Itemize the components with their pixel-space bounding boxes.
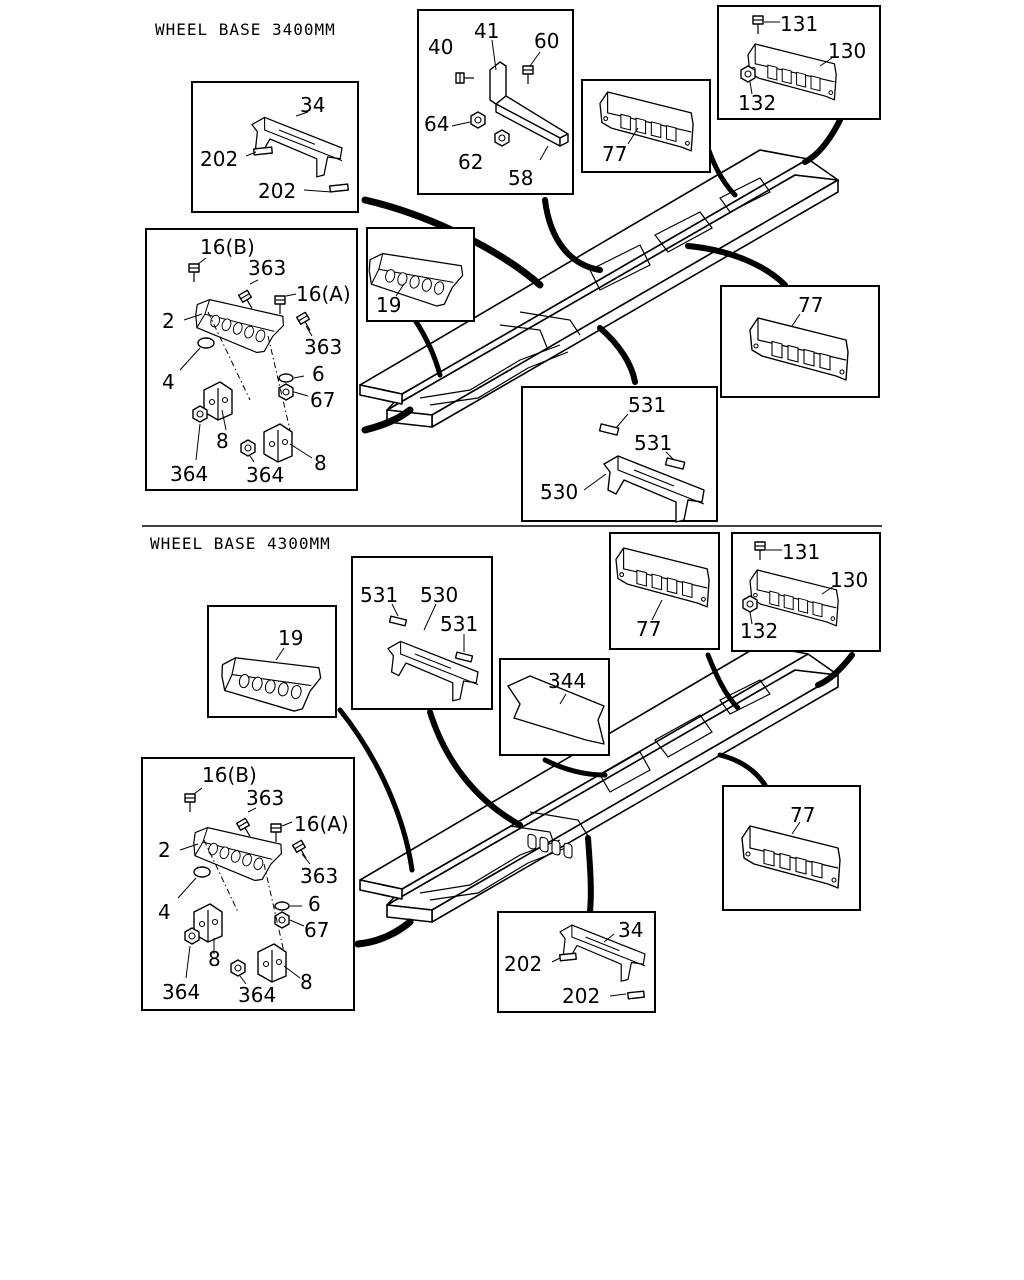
- callout-344: 344: [548, 669, 586, 693]
- callout-4: 4: [162, 370, 175, 394]
- callout-2: 2: [158, 838, 171, 862]
- detail-box-19-upper: 19: [362, 227, 475, 322]
- callout-131: 131: [780, 12, 818, 36]
- callout-363: 363: [300, 864, 338, 888]
- callout-8: 8: [300, 970, 313, 994]
- callout-130: 130: [830, 568, 868, 592]
- detail-box-58-upper: 40 41 60 64 62 58: [417, 9, 574, 195]
- callout-67: 67: [304, 918, 329, 942]
- callout-77: 77: [602, 142, 627, 166]
- frame-3400: [359, 149, 839, 428]
- leader-curves-4300: [337, 652, 855, 948]
- callout-531: 531: [634, 431, 672, 455]
- callout-16a: 16(A): [294, 812, 349, 836]
- detail-box-344-lower: 344: [499, 658, 610, 859]
- callout-4: 4: [158, 900, 171, 924]
- callout-364: 364: [246, 463, 284, 487]
- callout-58: 58: [508, 166, 533, 190]
- callout-19: 19: [376, 293, 401, 317]
- detail-box-77-upper-b: 77: [720, 285, 880, 398]
- callout-40: 40: [428, 35, 453, 59]
- callout-132: 132: [738, 91, 776, 115]
- callout-531: 531: [628, 393, 666, 417]
- callout-363: 363: [248, 256, 286, 280]
- callout-364: 364: [162, 980, 200, 1004]
- callout-6: 6: [308, 892, 321, 916]
- callout-16a: 16(A): [296, 282, 351, 306]
- callout-202: 202: [504, 952, 542, 976]
- callout-130: 130: [828, 39, 866, 63]
- callout-2: 2: [162, 309, 175, 333]
- detail-box-77-lower-b: 77: [722, 785, 861, 911]
- callout-530: 530: [540, 480, 578, 504]
- callout-77: 77: [790, 803, 815, 827]
- callout-6: 6: [312, 362, 325, 386]
- detail-box-77-lower-a: 77: [609, 532, 720, 650]
- callout-19: 19: [278, 626, 303, 650]
- callout-34: 34: [618, 918, 643, 942]
- callout-62: 62: [458, 150, 483, 174]
- callout-132: 132: [740, 619, 778, 643]
- callout-363: 363: [304, 335, 342, 359]
- section-title-3400: WHEEL BASE 3400MM: [155, 20, 336, 39]
- callout-202: 202: [562, 984, 600, 1008]
- callout-77: 77: [798, 293, 823, 317]
- callout-34: 34: [300, 93, 325, 117]
- callout-364: 364: [238, 983, 276, 1007]
- detail-box-fasteners-lower: 16(B) 363 16(A) 2 363 6 4 67 8 364 364 8: [141, 757, 355, 1011]
- detail-box-530-lower: 531 530 531: [351, 556, 493, 710]
- callout-8: 8: [208, 947, 221, 971]
- detail-box-530-upper: 531 531 530: [521, 386, 718, 523]
- frame-4300: [359, 644, 839, 923]
- callout-77: 77: [636, 617, 661, 641]
- callout-364: 364: [170, 462, 208, 486]
- callout-202: 202: [258, 179, 296, 203]
- callout-64: 64: [424, 112, 449, 136]
- detail-box-fasteners-upper: 16(B) 363 16(A) 2 363 6 4 67 8 364 364 8: [145, 228, 358, 491]
- detail-box-34-upper: 34 202 202: [191, 81, 359, 213]
- section-title-4300: WHEEL BASE 4300MM: [150, 534, 331, 553]
- detail-box-77-upper-a: 77: [581, 79, 711, 173]
- detail-box-130-upper: 131 130 132: [717, 5, 881, 120]
- callout-531: 531: [360, 583, 398, 607]
- callout-8: 8: [216, 429, 229, 453]
- leader-curves-3400: [361, 117, 843, 434]
- detail-box-19-lower: 19: [207, 605, 337, 718]
- callout-41: 41: [474, 19, 499, 43]
- callout-60: 60: [534, 29, 559, 53]
- callout-530: 530: [420, 583, 458, 607]
- callout-202: 202: [200, 147, 238, 171]
- callout-531: 531: [440, 612, 478, 636]
- callout-131: 131: [782, 540, 820, 564]
- callout-8: 8: [314, 451, 327, 475]
- detail-box-34-lower: 34 202 202: [497, 911, 656, 1013]
- detail-box-130-lower: 131 130 132: [731, 532, 881, 652]
- callout-16b: 16(B): [202, 763, 257, 787]
- callout-363: 363: [246, 786, 284, 810]
- callout-67: 67: [310, 388, 335, 412]
- callout-16b: 16(B): [200, 235, 255, 259]
